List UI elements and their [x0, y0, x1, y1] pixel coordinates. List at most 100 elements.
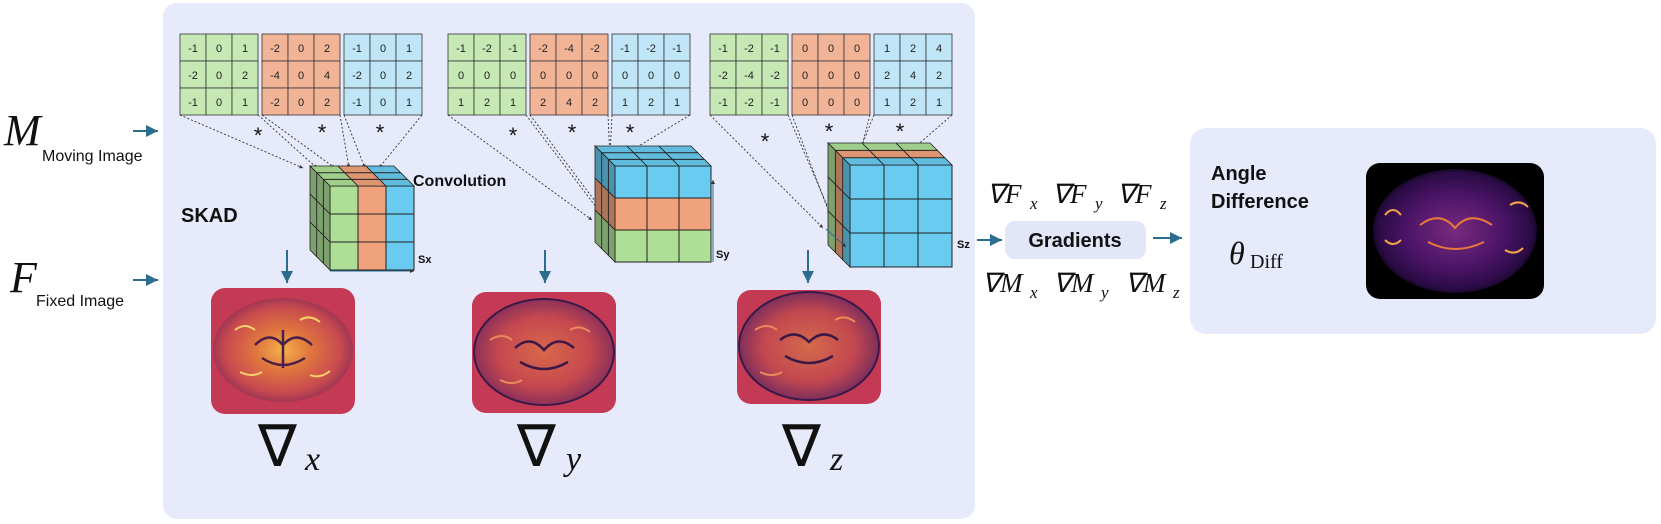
kernel-value: 0 — [674, 70, 680, 82]
cube-front-cell — [329, 213, 359, 243]
kernel-cell — [343, 87, 371, 116]
cube-front-cell — [849, 198, 885, 234]
cube-front-cell — [646, 197, 680, 231]
kernel-value: 0 — [298, 70, 304, 82]
convolution-star: * — [825, 119, 834, 144]
kernel-value: 2 — [884, 70, 890, 82]
kernel-cell — [261, 60, 289, 89]
svg-text:∇M: ∇M — [982, 268, 1024, 298]
kernel-cell — [791, 60, 819, 89]
kernel-cell — [313, 87, 341, 116]
projection-line — [447, 114, 593, 221]
sy-text: Sy — [716, 249, 730, 261]
kernel-z-1: -1-2-1-2-4-2-1-2-1 — [709, 33, 789, 116]
cube-front-cell — [849, 164, 885, 200]
kernel-value: 0 — [484, 70, 490, 82]
kernel-value: 0 — [802, 97, 808, 109]
svg-text:∇F: ∇F — [987, 179, 1022, 209]
cube-top-cell — [378, 178, 415, 187]
kernel-value: 0 — [854, 97, 860, 109]
cube-side-cell — [827, 210, 836, 254]
svg-text:y: y — [563, 441, 582, 478]
kernel-cell — [817, 33, 845, 62]
kernel-value: 0 — [592, 70, 598, 82]
angle-title-line1: Angle — [1211, 163, 1267, 185]
kernel-value: 0 — [648, 70, 654, 82]
moving-image-input: M Moving Image — [3, 106, 158, 165]
svg-text:z: z — [829, 441, 843, 478]
gradient-terms-moving: ∇M x ∇M y ∇M z — [982, 268, 1180, 302]
cube-top-cell — [371, 172, 409, 180]
svg-text:∇: ∇ — [781, 414, 821, 479]
kernel-value: 2 — [324, 43, 330, 55]
kernel-cell — [287, 87, 315, 116]
kernel-value: -1 — [718, 43, 728, 55]
kernel-value: 0 — [510, 70, 516, 82]
convolution-star: * — [509, 123, 518, 148]
kernel-value: -4 — [564, 43, 574, 55]
angle-difference-image — [1366, 163, 1544, 299]
cube-side-cell — [316, 227, 324, 265]
kernel-value: -1 — [352, 97, 362, 109]
nabla-x-label: ∇ x — [257, 414, 320, 479]
kernel-cell — [313, 33, 341, 62]
kernel-value: 0 — [828, 70, 834, 82]
skad-title: SKAD — [181, 205, 238, 227]
cube-front-cell — [614, 229, 648, 263]
convolution-star: * — [376, 120, 385, 145]
svg-text:∇F: ∇F — [1117, 179, 1152, 209]
cube-front-cell — [646, 165, 680, 199]
kernel-value: 0 — [854, 70, 860, 82]
kernel-value: 0 — [566, 70, 572, 82]
kernel-value: -2 — [770, 70, 780, 82]
cube-front-cell — [357, 213, 387, 243]
cube-front-cell — [917, 164, 953, 200]
kernel-cell — [873, 60, 901, 89]
kernel-value: 0 — [802, 70, 808, 82]
kernel-value: 0 — [380, 70, 386, 82]
kernel-cell — [261, 87, 289, 116]
svg-text:∇: ∇ — [516, 414, 556, 479]
svg-text:y: y — [1093, 194, 1103, 213]
kernel-value: 4 — [910, 70, 916, 82]
size-label-sy: Sy — [711, 180, 730, 262]
cube-front-cell — [329, 241, 359, 271]
kernel-cell — [873, 33, 901, 62]
cube-side-cell — [322, 234, 331, 271]
fixed-symbol: F — [9, 253, 38, 302]
kernel-value: 1 — [884, 97, 890, 109]
gradients-label: Gradients — [1028, 230, 1121, 252]
cube-front-cell — [614, 197, 648, 231]
kernel-value: -2 — [744, 43, 754, 55]
size-label-sx: Sx — [330, 254, 432, 273]
moving-symbol: M — [3, 106, 43, 155]
kernel-value: 0 — [802, 43, 808, 55]
kernel-value: 0 — [622, 70, 628, 82]
kernel-value: -2 — [718, 70, 728, 82]
kernel-value: 2 — [324, 97, 330, 109]
kernel-value: 1 — [242, 43, 248, 55]
cube-side-cell — [309, 221, 318, 258]
convolution-star: * — [254, 123, 263, 148]
kernel-value: -1 — [770, 43, 780, 55]
kernel-value: 0 — [216, 43, 222, 55]
cube-front-cell — [357, 241, 387, 271]
kernel-value: 0 — [380, 97, 386, 109]
kernel-cell — [205, 87, 233, 116]
kernel-value: -4 — [744, 70, 754, 82]
cube-top-cell — [664, 152, 706, 160]
cube-front-cell — [385, 213, 415, 243]
kernel-value: -2 — [188, 70, 198, 82]
theta-subscript: Diff — [1250, 251, 1283, 273]
fixed-image-input: F Fixed Image — [9, 253, 158, 310]
kernel-value: 0 — [380, 43, 386, 55]
kernel-cell — [925, 87, 953, 116]
kernel-value: 0 — [458, 70, 464, 82]
kernel-value: 0 — [854, 43, 860, 55]
cube-front-cell — [883, 198, 919, 234]
kernel-cell — [581, 87, 609, 116]
kernel-value: -1 — [188, 97, 198, 109]
cube-front-cell — [357, 185, 387, 215]
